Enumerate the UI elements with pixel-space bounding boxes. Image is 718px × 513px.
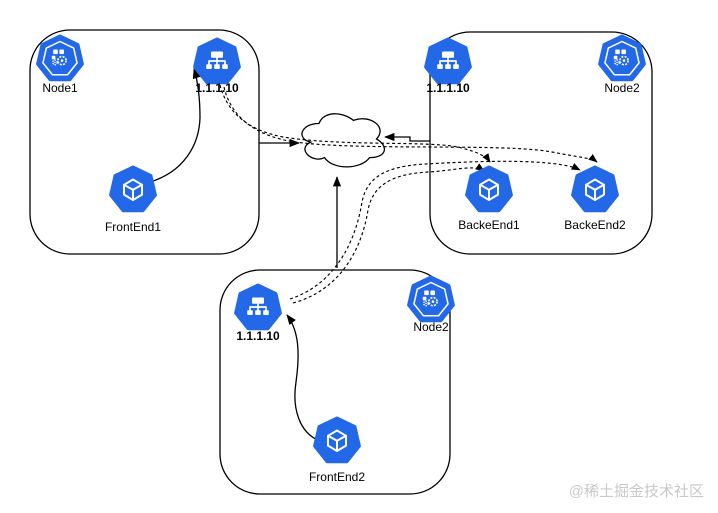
frontend1-label: FrontEnd1 <box>105 220 161 234</box>
edge-service1-to-backeend2 <box>223 86 598 163</box>
node1-label: Node1 <box>42 81 78 95</box>
edge-service3-to-backeend2 <box>289 160 581 300</box>
service2-ip-label: 1.1.1.10 <box>426 81 470 95</box>
backeend2-label: BackeEnd2 <box>564 218 626 232</box>
service-endpoints-icon <box>234 283 282 331</box>
edge-service3-to-backeend1 <box>292 163 485 304</box>
node1-box <box>29 29 260 255</box>
kubernetes-node-icon <box>36 34 84 82</box>
service1-ip-label: 1.1.1.10 <box>195 81 239 95</box>
network-cloud <box>301 113 385 168</box>
edge-frontend1-to-service1 <box>149 68 201 183</box>
service-endpoints-icon <box>424 37 472 85</box>
service3-ip-label: 1.1.1.10 <box>236 329 280 343</box>
pod-cube-icon <box>109 165 157 213</box>
frontend2-label: FrontEnd2 <box>309 470 365 484</box>
edge-node2box-to-cloud <box>384 132 430 142</box>
edge-frontend2-to-service3 <box>286 314 321 442</box>
watermark-text: @稀土掘金技术社区 <box>569 483 704 500</box>
edge-service1-to-backeend1 <box>219 84 491 163</box>
backeend1-label: BackeEnd1 <box>458 218 520 232</box>
node3-label: Node2 <box>413 320 449 334</box>
node3-box <box>219 269 451 495</box>
pod-cube-icon <box>313 416 361 464</box>
pod-cube-icon <box>465 165 513 213</box>
service-endpoints-icon <box>193 37 241 85</box>
kubernetes-node-icon <box>598 34 646 82</box>
pod-cube-icon <box>571 165 619 213</box>
kubernetes-node-icon <box>407 275 455 323</box>
node2-label: Node2 <box>604 81 640 95</box>
